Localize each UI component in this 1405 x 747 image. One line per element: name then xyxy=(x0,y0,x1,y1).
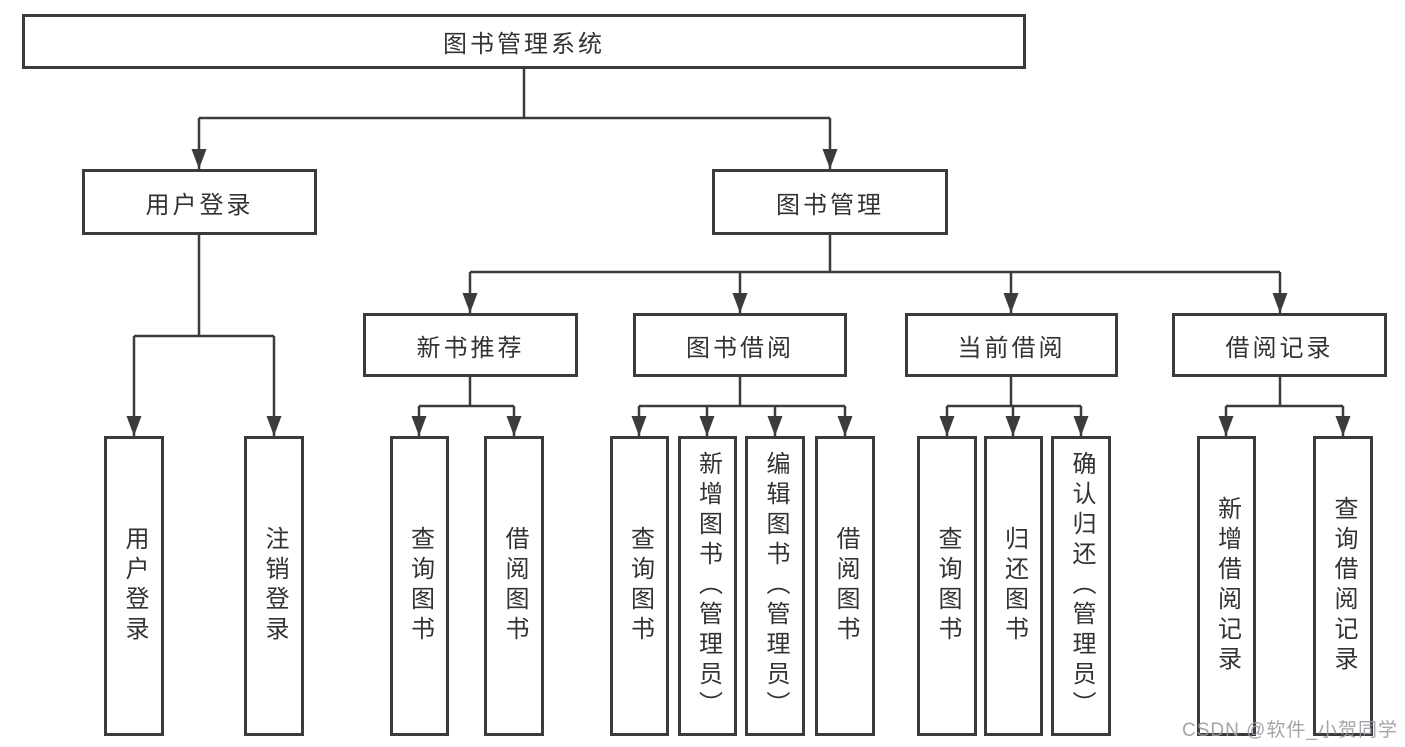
leaf-records-add-label: 新增借阅记录 xyxy=(1213,496,1241,676)
leaf-current-confirm-label: 确认归还（管理员） xyxy=(1068,451,1095,721)
wire-new-book-rec xyxy=(419,377,514,408)
node-book-borrow-label: 图书借阅 xyxy=(686,334,794,362)
node-book-mgmt-label: 图书管理 xyxy=(776,191,884,219)
leaf-borrow-add: 新增图书（管理员） xyxy=(678,436,737,736)
node-book-borrow: 图书借阅 xyxy=(633,313,847,377)
node-book-mgmt: 图书管理 xyxy=(712,169,948,235)
node-user-login: 用户登录 xyxy=(82,169,317,235)
leaf-newbook-query: 查询图书 xyxy=(390,436,449,736)
wire-user-login xyxy=(134,235,274,338)
node-root: 图书管理系统 xyxy=(22,14,1026,69)
leaf-current-confirm: 确认归还（管理员） xyxy=(1051,436,1111,736)
leaf-current-query: 查询图书 xyxy=(917,436,977,736)
leaf-borrow-query-label: 查询图书 xyxy=(626,526,654,646)
wire-current-borrow xyxy=(947,377,1081,408)
node-borrow-records-label: 借阅记录 xyxy=(1225,334,1334,362)
leaf-borrow-edit: 编辑图书（管理员） xyxy=(745,436,805,736)
node-borrow-records: 借阅记录 xyxy=(1172,313,1387,377)
wire-book-borrow xyxy=(639,377,845,408)
csdn-watermark: CSDN @软件_小贺同学 xyxy=(1182,720,1398,741)
node-new-book-rec: 新书推荐 xyxy=(363,313,578,377)
leaf-newbook-borrow-label: 借阅图书 xyxy=(501,526,528,646)
wire-book-mgmt xyxy=(470,235,1280,274)
wire-root xyxy=(199,69,830,120)
wire-borrow-records xyxy=(1226,377,1343,408)
leaf-current-return-label: 归还图书 xyxy=(1000,526,1028,646)
leaf-records-query-label: 查询借阅记录 xyxy=(1330,496,1357,676)
leaf-logout-login-label: 注销登录 xyxy=(261,526,288,646)
leaf-current-return: 归还图书 xyxy=(984,436,1043,736)
leaf-borrow-borrow: 借阅图书 xyxy=(815,436,875,736)
node-user-login-label: 用户登录 xyxy=(145,191,254,219)
leaf-borrow-edit-label: 编辑图书（管理员） xyxy=(762,451,789,721)
node-root-label: 图书管理系统 xyxy=(443,31,605,58)
node-current-borrow: 当前借阅 xyxy=(905,313,1118,377)
leaf-user-login: 用户登录 xyxy=(104,436,164,736)
leaf-borrow-query: 查询图书 xyxy=(610,436,669,736)
leaf-borrow-add-label: 新增图书（管理员） xyxy=(694,451,722,721)
leaf-records-query: 查询借阅记录 xyxy=(1313,436,1373,736)
node-current-borrow-label: 当前借阅 xyxy=(957,334,1066,362)
leaf-logout-login: 注销登录 xyxy=(244,436,304,736)
leaf-newbook-borrow: 借阅图书 xyxy=(484,436,544,736)
leaf-user-login-label: 用户登录 xyxy=(121,526,148,646)
leaf-newbook-query-label: 查询图书 xyxy=(406,526,434,646)
node-new-book-rec-label: 新书推荐 xyxy=(416,334,525,362)
leaf-borrow-borrow-label: 借阅图书 xyxy=(832,526,859,646)
leaf-current-query-label: 查询图书 xyxy=(934,526,961,646)
leaf-records-add: 新增借阅记录 xyxy=(1197,436,1256,736)
